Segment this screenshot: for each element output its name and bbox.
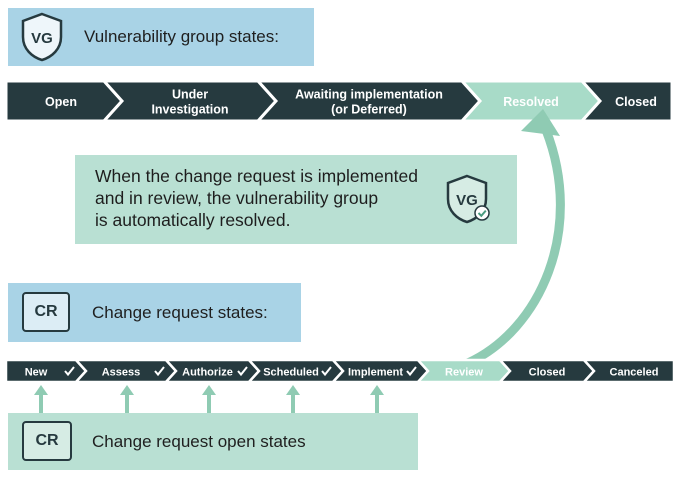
review-to-resolved-arrowhead bbox=[521, 109, 560, 136]
shield-check-icon: VG bbox=[446, 174, 490, 224]
up-arrow-head bbox=[202, 385, 216, 395]
cr-state-canceled bbox=[581, 358, 676, 384]
vg-state-label: Awaiting implementation bbox=[295, 88, 443, 102]
cr-state-label: Authorize bbox=[182, 367, 233, 379]
cr-state-label: Canceled bbox=[610, 367, 659, 379]
callout-line: is automatically resolved. bbox=[95, 210, 291, 230]
callout-line: and in review, the vulnerability group bbox=[95, 188, 379, 208]
up-arrow-head bbox=[370, 385, 384, 395]
cr-state-label: Review bbox=[445, 367, 483, 379]
cr-state-label: New bbox=[25, 367, 48, 379]
cr-state-bar: New Assess Authorize Scheduled Implement Revi… bbox=[4, 358, 676, 384]
vg-state-label: Investigation bbox=[151, 103, 228, 117]
cr-state-label: Assess bbox=[102, 367, 141, 379]
vg-state-label: Resolved bbox=[503, 95, 559, 109]
up-arrow-head bbox=[120, 385, 134, 395]
callout-badge-label: VG bbox=[456, 192, 478, 209]
vg-states-title: Vulnerability group states: bbox=[84, 27, 279, 46]
cr-states-title: Change request states: bbox=[92, 303, 268, 322]
vg-state-closed bbox=[578, 79, 674, 123]
vg-state-label: Under bbox=[172, 88, 208, 102]
check-icon bbox=[406, 366, 417, 377]
up-arrow-head bbox=[34, 385, 48, 395]
cr-open-badge: CR bbox=[22, 421, 72, 461]
check-icon bbox=[321, 366, 332, 377]
vg-state-label: (or Deferred) bbox=[331, 103, 407, 117]
callout-text: When the change request is implemented a… bbox=[95, 165, 440, 231]
check-icon bbox=[64, 366, 75, 377]
up-arrow-head bbox=[286, 385, 300, 395]
auto-resolve-callout: When the change request is implemented a… bbox=[75, 155, 517, 244]
cr-state-label: Scheduled bbox=[263, 367, 319, 379]
cr-states-header: CR Change request states: bbox=[8, 283, 301, 342]
cr-open-states-title: Change request open states bbox=[92, 432, 306, 451]
vg-badge-label: VG bbox=[31, 30, 53, 47]
check-icon bbox=[237, 366, 248, 377]
cr-state-label: Implement bbox=[348, 367, 403, 379]
cr-badge: CR bbox=[22, 292, 70, 332]
vg-state-label: Closed bbox=[615, 95, 657, 109]
open-state-arrows bbox=[34, 385, 384, 414]
callout-line: When the change request is implemented bbox=[95, 166, 418, 186]
check-icon bbox=[154, 366, 165, 377]
cr-state-label: Closed bbox=[529, 367, 566, 379]
vg-state-label: Open bbox=[45, 95, 77, 109]
vg-states-header: VG Vulnerability group states: bbox=[8, 8, 314, 66]
cr-open-states-panel: CR Change request open states bbox=[8, 413, 418, 470]
shield-icon: VG bbox=[21, 12, 63, 62]
review-to-resolved-arrow bbox=[463, 125, 565, 368]
